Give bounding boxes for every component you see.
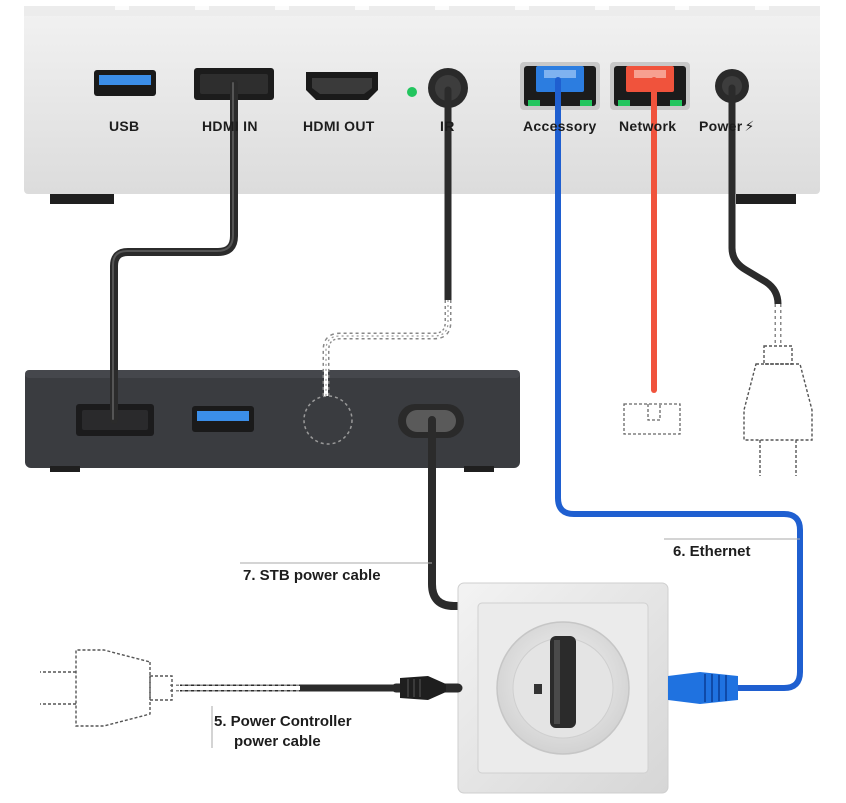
power-label-text: Power [699, 118, 743, 134]
network-label: Network [619, 118, 677, 134]
ethernet-plug [668, 672, 738, 704]
hdmi-out-label: HDMI OUT [303, 118, 375, 134]
wall-plug-left-outline [40, 649, 173, 727]
controller-power-callout-line2: power cable [234, 733, 321, 750]
hdmi-in-label: HDMI IN [202, 118, 258, 134]
power-controller-plug [400, 676, 446, 700]
controller-power-cable [728, 84, 782, 308]
set-top-box [25, 370, 520, 472]
stb-plug [550, 636, 576, 728]
wall-outlet [457, 582, 669, 794]
power-label: Power⚡ [699, 118, 755, 135]
usb-label: USB [109, 118, 140, 134]
status-led [407, 87, 417, 97]
wall-plug-right-outline [743, 345, 813, 476]
stb-usb-port [192, 406, 254, 432]
stb-ir-receiver [303, 395, 353, 445]
hdmi-out-port [306, 72, 378, 100]
lightning-bolt-icon: ⚡ [744, 118, 755, 134]
accessory-label: Accessory [523, 118, 597, 134]
device-foot-right [736, 194, 796, 204]
ethernet-cable [555, 77, 803, 691]
device-foot-left [50, 194, 114, 204]
ethernet-callout: 6. Ethernet [673, 543, 751, 560]
network-plug-outline [623, 403, 681, 435]
controller-power-callout-line1: 5. Power Controller [214, 713, 352, 730]
socket-hole [534, 684, 542, 694]
stb-power-callout: 7. STB power cable [243, 567, 381, 584]
network-port [610, 62, 690, 110]
ir-label: IR [440, 118, 455, 134]
usb-port [94, 70, 156, 96]
controller-device [24, 6, 820, 204]
